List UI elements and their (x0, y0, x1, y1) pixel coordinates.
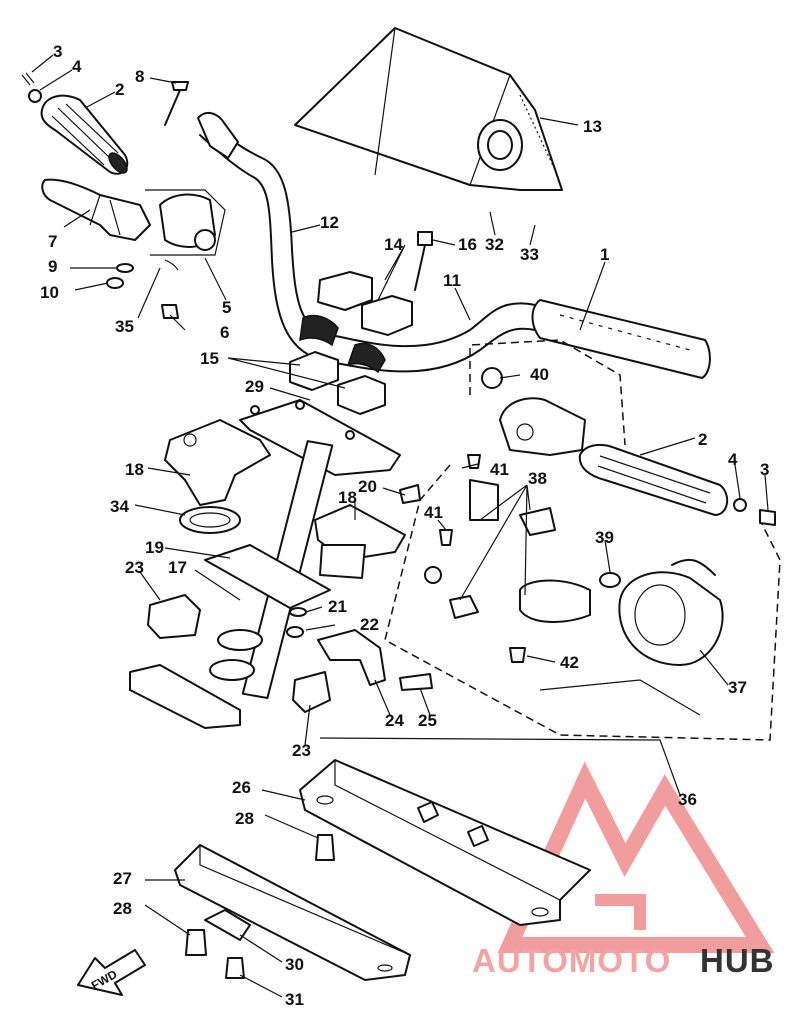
callout-41-bottom: 41 (424, 503, 443, 522)
callout-7: 7 (48, 232, 57, 251)
callout-41-top: 41 (490, 460, 509, 479)
callout-38: 38 (528, 469, 547, 488)
ring-34 (179, 506, 241, 534)
callout-33: 33 (520, 245, 539, 264)
handlebar-cover (294, 27, 563, 191)
callout-8: 8 (135, 67, 144, 86)
callout-12: 12 (320, 213, 339, 232)
bracket-18-left (164, 419, 271, 506)
upper-clamps (317, 231, 433, 336)
mounting-plate (239, 399, 401, 476)
callout-2-right: 2 (698, 430, 707, 449)
lower-bar-26 (299, 759, 591, 926)
callout-30: 30 (285, 955, 304, 974)
callout-18-left: 18 (125, 460, 144, 479)
leader-lines (31, 54, 769, 998)
callout-4-left: 4 (72, 57, 82, 76)
callout-23-top: 23 (125, 558, 144, 577)
callout-21: 21 (328, 597, 347, 616)
switch-housing-40 (481, 367, 586, 456)
callout-28-top: 28 (235, 809, 254, 828)
automotohub-wordmark: AUTOMOTO HUB (472, 942, 775, 979)
bolt-8 (164, 81, 189, 126)
callout-3-right: 3 (760, 460, 769, 479)
callout-18-right: 18 (338, 488, 357, 507)
switch-box-outline (384, 339, 781, 741)
callout-34: 34 (110, 497, 129, 516)
clamp-band-24 (317, 629, 386, 686)
callout-39: 39 (595, 528, 614, 547)
lower-bar-27 (174, 844, 411, 981)
screws-41-42 (424, 454, 526, 663)
throttle-housing (145, 189, 226, 256)
cable-37 (539, 558, 724, 716)
wordmark-part2: HUB (700, 942, 775, 979)
callout-2-left: 2 (115, 80, 124, 99)
bracket-23-upper (147, 594, 201, 639)
callout-37: 37 (728, 678, 747, 697)
callout-24: 24 (385, 711, 404, 730)
grommet-39 (599, 572, 621, 588)
handlebar-tube (197, 112, 711, 379)
callout-28-bottom: 28 (113, 899, 132, 918)
callout-26: 26 (232, 778, 251, 797)
callout-27: 27 (113, 869, 132, 888)
switch-cluster-38 (449, 479, 591, 623)
automotohub-logo (497, 761, 775, 953)
callout-3-left: 3 (53, 42, 62, 61)
callout-22: 22 (360, 615, 379, 634)
plate-19 (204, 544, 331, 609)
callout-6: 6 (220, 323, 229, 342)
bottom-arm (129, 664, 241, 729)
small-parts-9-10-35 (106, 259, 179, 319)
right-grip (578, 443, 776, 526)
callout-32: 32 (485, 235, 504, 254)
callout-36: 36 (678, 790, 697, 809)
callout-labels: 3 4 2 8 13 7 12 14 16 32 33 9 10 11 1 5 … (40, 42, 769, 1009)
callout-1: 1 (600, 245, 609, 264)
callout-16: 16 (458, 235, 477, 254)
callout-31: 31 (285, 990, 304, 1009)
callout-10: 10 (40, 283, 59, 302)
callout-17: 17 (168, 558, 187, 577)
left-grip (21, 72, 129, 175)
nut-plate-30 (204, 909, 251, 941)
bolts-28 (185, 834, 335, 956)
lower-clamps (289, 351, 386, 415)
callout-35: 35 (115, 317, 134, 336)
callout-4-right: 4 (728, 450, 738, 469)
callout-11: 11 (443, 271, 461, 290)
callout-14: 14 (384, 235, 403, 254)
callout-20: 20 (358, 477, 377, 496)
bolt-25 (399, 673, 433, 691)
fwd-arrow: FWD (77, 949, 146, 996)
bracket-23-lower (292, 671, 331, 713)
callout-13: 13 (583, 117, 602, 136)
wordmark-part1: AUTOMOTO (472, 942, 671, 979)
callout-9: 9 (48, 257, 57, 276)
brake-lever (41, 178, 151, 241)
bolt-31 (225, 957, 245, 979)
callout-29: 29 (245, 377, 264, 396)
callout-40: 40 (530, 365, 549, 384)
callout-23-bottom: 23 (292, 741, 311, 760)
callout-5: 5 (222, 298, 231, 317)
callout-25: 25 (418, 711, 437, 730)
callout-19: 19 (145, 538, 164, 557)
callout-42: 42 (560, 653, 579, 672)
callout-15: 15 (200, 349, 219, 368)
bracket-18-right (314, 504, 406, 579)
nuts-21-22 (286, 607, 307, 638)
